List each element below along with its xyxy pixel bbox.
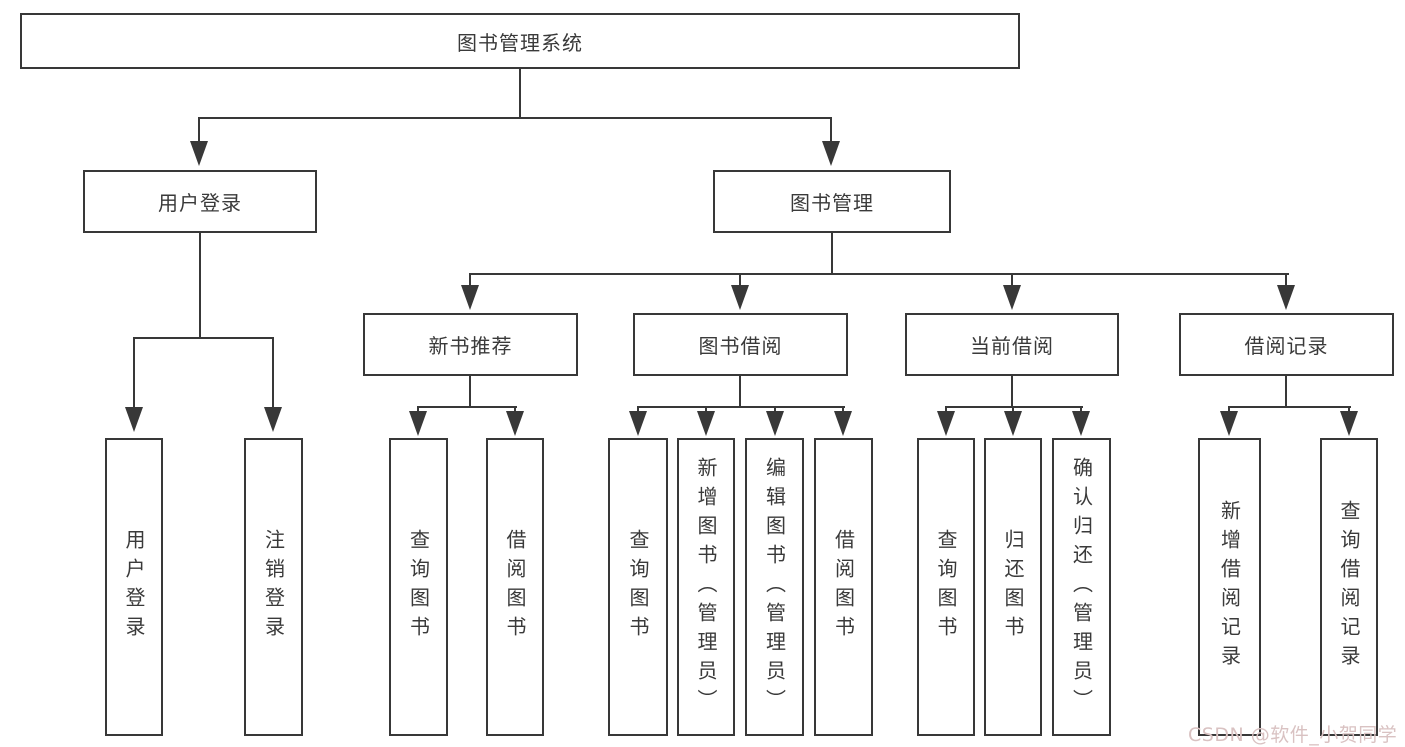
- connector-line: [514, 406, 516, 413]
- node-leaf-add-book-admin: 新增图书（管理员）: [677, 438, 735, 736]
- arrowhead-icon: [731, 285, 749, 310]
- connector-line: [417, 406, 419, 413]
- connector-line: [272, 337, 274, 409]
- node-book-management: 图书管理: [713, 170, 951, 233]
- connector-line: [637, 406, 845, 408]
- node-label: 查询图书: [934, 529, 958, 645]
- connector-line: [705, 406, 707, 413]
- node-book-borrowing: 图书借阅: [633, 313, 848, 376]
- arrowhead-icon: [1220, 411, 1238, 436]
- connector-line: [1080, 406, 1082, 413]
- connector-line: [1012, 406, 1014, 413]
- connector-line: [469, 273, 1289, 275]
- connector-line: [417, 406, 517, 408]
- arrowhead-icon: [822, 141, 840, 166]
- connector-line: [774, 406, 776, 413]
- node-leaf-edit-book-admin: 编辑图书（管理员）: [745, 438, 804, 736]
- connector-line: [637, 406, 639, 413]
- connector-line: [1228, 406, 1351, 408]
- node-leaf-borrow-books: 借阅图书: [814, 438, 873, 736]
- node-current-borrowing: 当前借阅: [905, 313, 1119, 376]
- arrowhead-icon: [125, 407, 143, 432]
- node-label: 查询图书: [406, 529, 431, 645]
- node-leaf-query-books-recommend: 查询图书: [389, 438, 448, 736]
- arrowhead-icon: [834, 411, 852, 436]
- connector-line: [1285, 376, 1287, 407]
- connector-line: [1285, 273, 1287, 287]
- node-leaf-borrow-books-recommend: 借阅图书: [486, 438, 544, 736]
- node-new-book-recommendation: 新书推荐: [363, 313, 578, 376]
- node-leaf-add-borrow-record: 新增借阅记录: [1198, 438, 1261, 736]
- node-label: 用户登录: [122, 529, 146, 645]
- connector-line: [198, 117, 832, 119]
- node-label: 用户登录: [158, 191, 242, 215]
- node-label: 新增图书（管理员）: [694, 456, 718, 718]
- arrowhead-icon: [264, 407, 282, 432]
- watermark: CSDN @软件_小贺同学: [1188, 724, 1398, 746]
- node-label: 新增借阅记录: [1217, 500, 1242, 674]
- arrowhead-icon: [697, 411, 715, 436]
- arrowhead-icon: [1277, 285, 1295, 310]
- node-label: 确认归还（管理员）: [1069, 456, 1094, 718]
- connector-line: [945, 406, 1083, 408]
- connector-line: [842, 406, 844, 413]
- connector-line: [519, 69, 521, 117]
- arrowhead-icon: [629, 411, 647, 436]
- connector-line: [1011, 273, 1013, 287]
- node-leaf-return-books: 归还图书: [984, 438, 1042, 736]
- arrowhead-icon: [1340, 411, 1358, 436]
- arrowhead-icon: [1004, 411, 1022, 436]
- node-label: 编辑图书（管理员）: [762, 456, 787, 718]
- node-label: 新书推荐: [428, 334, 513, 358]
- connector-line: [739, 376, 741, 407]
- node-leaf-user-login: 用户登录: [105, 438, 163, 736]
- connector-line: [1348, 406, 1350, 413]
- node-leaf-confirm-return-admin: 确认归还（管理员）: [1052, 438, 1111, 736]
- connector-line: [1011, 376, 1013, 407]
- connector-line: [739, 273, 741, 287]
- connector-line: [198, 117, 200, 143]
- connector-line: [945, 406, 947, 413]
- node-label: 借阅图书: [831, 529, 856, 645]
- arrowhead-icon: [409, 411, 427, 436]
- node-label: 注销登录: [261, 529, 286, 645]
- node-borrowing-records: 借阅记录: [1179, 313, 1394, 376]
- arrowhead-icon: [937, 411, 955, 436]
- connector-line: [1228, 406, 1230, 413]
- connector-line: [469, 376, 471, 407]
- node-label: 当前借阅: [970, 334, 1054, 358]
- node-label: 图书管理系统: [457, 30, 583, 55]
- node-label: 图书借阅: [698, 334, 783, 358]
- node-label: 查询借阅记录: [1337, 500, 1361, 674]
- connector-line: [830, 117, 832, 143]
- node-library-system-root: 图书管理系统: [20, 13, 1020, 69]
- node-label: 借阅图书: [503, 529, 527, 645]
- connector-line: [199, 233, 201, 337]
- arrowhead-icon: [190, 141, 208, 166]
- connector-line: [133, 337, 274, 339]
- arrowhead-icon: [506, 411, 524, 436]
- connector-line: [831, 233, 833, 273]
- node-leaf-logout: 注销登录: [244, 438, 303, 736]
- node-leaf-query-books-borrow: 查询图书: [608, 438, 668, 736]
- node-user-login: 用户登录: [83, 170, 317, 233]
- connector-line: [133, 337, 135, 409]
- arrowhead-icon: [461, 285, 479, 310]
- node-leaf-query-borrow-record: 查询借阅记录: [1320, 438, 1378, 736]
- node-leaf-query-books-current: 查询图书: [917, 438, 975, 736]
- node-label: 借阅记录: [1244, 334, 1329, 358]
- node-label: 图书管理: [790, 191, 874, 215]
- arrowhead-icon: [1003, 285, 1021, 310]
- arrowhead-icon: [1072, 411, 1090, 436]
- arrowhead-icon: [766, 411, 784, 436]
- node-label: 归还图书: [1001, 529, 1025, 645]
- node-label: 查询图书: [626, 529, 650, 645]
- connector-line: [469, 273, 471, 287]
